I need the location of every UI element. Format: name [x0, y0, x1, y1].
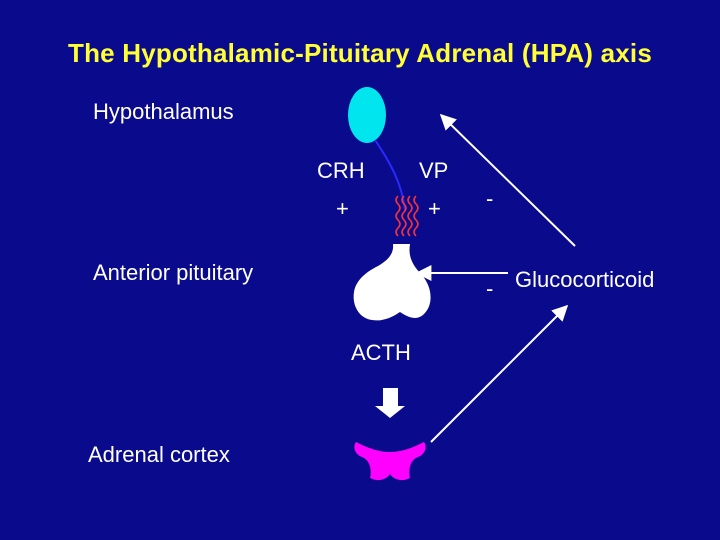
acth-arrow [375, 388, 405, 418]
hypothalamus-cell [348, 87, 386, 143]
glucocorticoid-label: Glucocorticoid [515, 267, 655, 292]
vp-plus-sign: + [428, 196, 441, 221]
vp-label: VP [419, 158, 449, 183]
pituitary-gland [353, 244, 431, 321]
anterior-pituitary-label: Anterior pituitary [93, 260, 254, 285]
adrenal-gland [354, 442, 426, 481]
inhibit-sign-pituitary: - [486, 276, 494, 301]
hypothalamus-label: Hypothalamus [93, 99, 234, 124]
inhibit-sign-hypothalamus: - [486, 186, 494, 211]
slide-title: The Hypothalamic-Pituitary Adrenal (HPA)… [67, 38, 652, 68]
neuron-axon [374, 139, 406, 211]
crh-label: CRH [317, 158, 365, 183]
glucocorticoid-arrow [430, 304, 569, 443]
acth-label: ACTH [351, 340, 411, 365]
feedback-arrow-hypothalamus [439, 113, 576, 247]
adrenal-cortex-label: Adrenal cortex [88, 442, 230, 467]
crh-plus-sign: + [336, 196, 349, 221]
portal-vessels [395, 195, 419, 237]
